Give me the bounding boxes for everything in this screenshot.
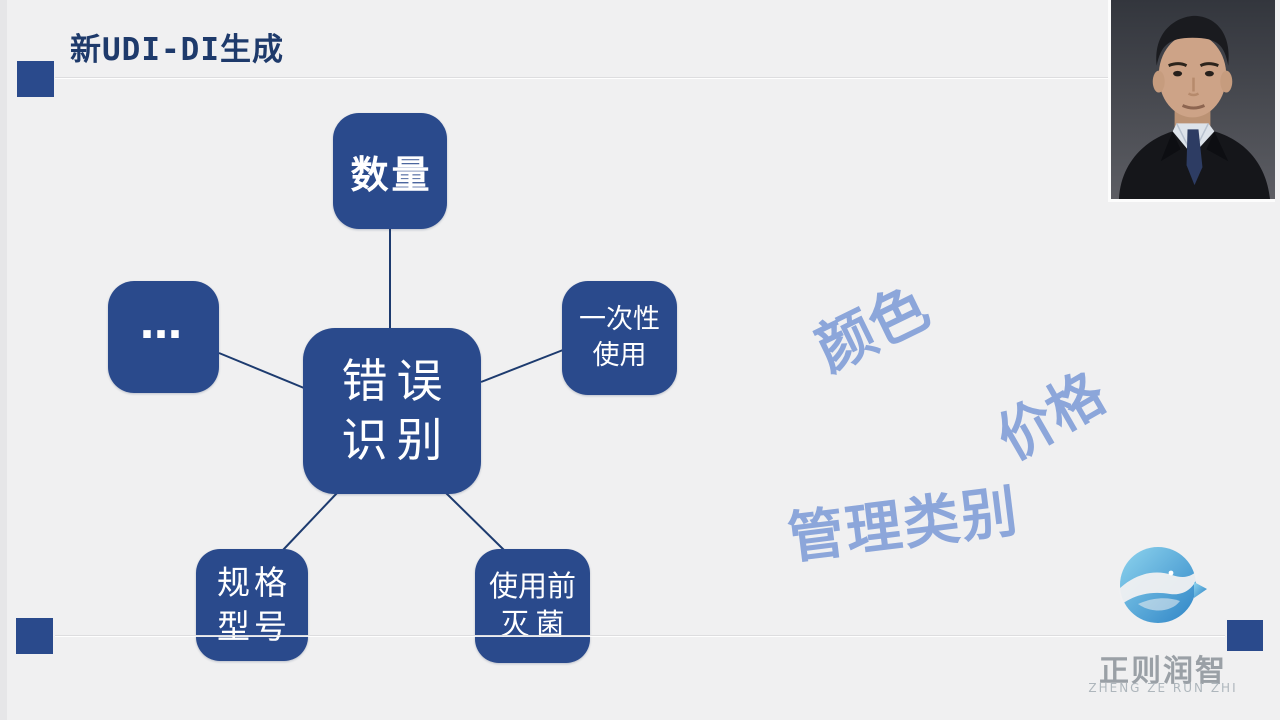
sterilize-line2: 灭菌 bbox=[500, 607, 571, 641]
footer-divider bbox=[55, 635, 1225, 636]
decor-square-bottom-left bbox=[16, 618, 53, 654]
quantity-label: 数量 bbox=[350, 152, 433, 197]
center-node-line1: 错误 bbox=[341, 354, 452, 409]
floating-label-management-class: 管理类别 bbox=[784, 479, 1023, 572]
decor-square-bottom-right bbox=[1227, 620, 1263, 651]
mindmap-node-sterilize: 使用前 灭菌 bbox=[475, 549, 590, 663]
page-title: 新UDI-DI生成 bbox=[70, 32, 284, 68]
mindmap-node-more: … bbox=[108, 281, 219, 393]
mindmap-node-spec-model: 规格 型号 bbox=[196, 549, 308, 661]
mindmap-node-single-use: 一次性 使用 bbox=[562, 281, 677, 395]
single-use-line2: 使用 bbox=[592, 340, 647, 371]
dolphin-wave-icon bbox=[1118, 547, 1207, 623]
connector-single-use bbox=[480, 349, 564, 383]
mindmap-center-node: 错误 识别 bbox=[303, 328, 481, 494]
spec-model-line1: 规格 bbox=[217, 563, 291, 603]
floating-label-color: 颜色 bbox=[805, 272, 940, 385]
presenter-photo bbox=[1108, 0, 1275, 202]
decor-square-top-left bbox=[17, 61, 54, 97]
presenter-portrait-illustration bbox=[1111, 0, 1275, 199]
spec-model-line2: 型号 bbox=[217, 607, 291, 646]
frame-edge bbox=[0, 0, 7, 720]
connector-sterilize bbox=[445, 492, 505, 551]
connector-more bbox=[218, 352, 305, 389]
logo-name-cn: 正则润智 bbox=[1099, 654, 1227, 689]
single-use-line1: 一次性 bbox=[579, 303, 660, 335]
header-divider bbox=[55, 77, 1108, 78]
sterilize-line1: 使用前 bbox=[488, 569, 576, 604]
floating-label-price: 价格 bbox=[986, 360, 1117, 473]
center-node-line2: 识别 bbox=[341, 413, 452, 467]
logo-name-en: ZHENG ZE RUN ZHI bbox=[1088, 681, 1238, 695]
connector-spec-model bbox=[282, 492, 338, 551]
ellipsis-label: … bbox=[140, 298, 187, 348]
mindmap-node-quantity: 数量 bbox=[333, 113, 447, 229]
